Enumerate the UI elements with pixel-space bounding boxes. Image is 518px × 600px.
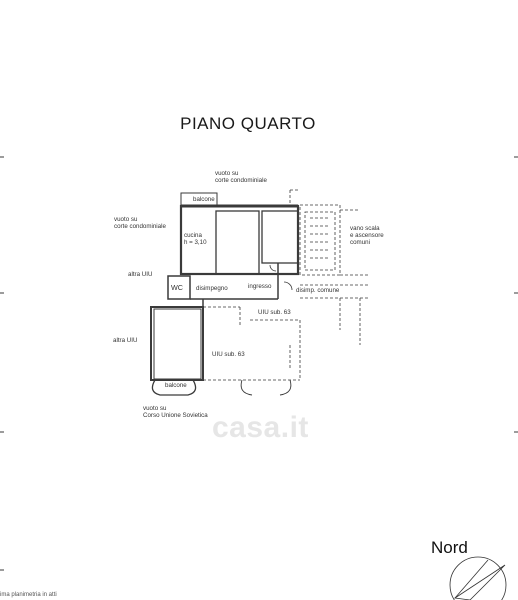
label-vuoto-corso: vuoto su Corso Unione Sovietica: [143, 405, 208, 419]
label-line: vuoto su: [114, 216, 138, 223]
label-line: corte condominiale: [114, 223, 166, 230]
room-middle: [215, 210, 260, 275]
label-nord: Nord: [431, 538, 468, 557]
compass-rose: [449, 556, 507, 600]
label-disimp-comune: disimp. comune: [296, 287, 340, 294]
label-line: comuni: [350, 239, 370, 246]
label-line: vuoto su: [215, 170, 239, 177]
wc-room: [167, 275, 191, 300]
lower-left-room: [150, 306, 204, 381]
bay-curve: [240, 379, 253, 396]
label-vano-scala: vano scala e ascensore comuni: [350, 225, 384, 246]
label-vuoto-corte-top: vuoto su corte condominiale: [215, 170, 267, 184]
stair-core: [289, 189, 370, 345]
label-uiu-sub-right: UIU sub. 63: [258, 309, 291, 316]
label-line: cucina: [184, 232, 202, 239]
label-cucina: cucina h = 3,10: [184, 232, 207, 246]
label-uiu-sub-center: UIU sub. 63: [212, 351, 245, 358]
lower-left-room-inner: [153, 308, 202, 380]
bay-curve: [279, 379, 292, 396]
label-altra-uiu-2: altra UIU: [113, 337, 138, 344]
label-balcone-top: balcone: [193, 196, 215, 203]
plan-title: PIANO QUARTO: [180, 114, 316, 133]
label-disimpegno: disimpegno: [196, 285, 228, 292]
label-line: e ascensore: [350, 232, 384, 239]
lower-unit-dashed: [203, 306, 301, 381]
label-vuoto-corte-left: vuoto su corte condominiale: [114, 216, 166, 230]
label-line: h = 3,10: [184, 239, 207, 246]
label-altra-uiu-1: altra UIU: [128, 271, 153, 278]
label-ingresso: ingresso: [248, 283, 272, 290]
label-line: vuoto su: [143, 405, 167, 412]
balcony-bottom: [151, 379, 197, 396]
label-line: corte condominiale: [215, 177, 267, 184]
door-swing: [283, 281, 293, 291]
room-right: [261, 210, 299, 264]
label-balcone-bottom: balcone: [165, 382, 187, 389]
label-wc: WC: [171, 283, 183, 292]
label-line: Corso Unione Sovietica: [143, 412, 208, 419]
footer-note: ima planimetria in atti: [0, 592, 57, 598]
watermark: casa.it: [212, 411, 309, 444]
door-swing: [269, 264, 277, 272]
label-line: vano scala: [350, 225, 380, 232]
